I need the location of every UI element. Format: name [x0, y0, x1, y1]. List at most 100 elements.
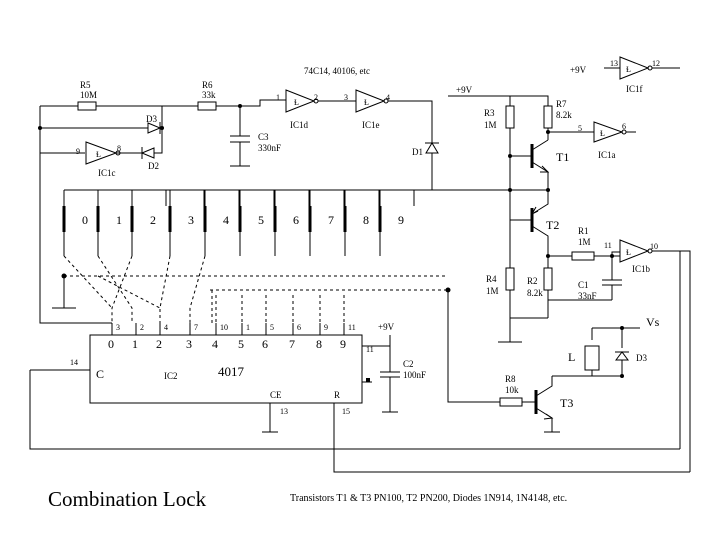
d3-label: D3	[146, 114, 157, 124]
r3-name: R3	[484, 108, 495, 118]
ic2-pin-1: 2	[140, 323, 144, 332]
transistor-t2	[531, 200, 549, 256]
gate-chain: Ɫ Ɫ 1 2 IC1d 3 4 IC1e D1	[240, 89, 439, 190]
r2-name: R2	[527, 276, 538, 286]
r1-name: R1	[578, 226, 589, 236]
ic2-output-3: 3	[186, 337, 192, 351]
key-switch-2[interactable]: 2	[130, 190, 167, 256]
ic1d-out-pin: 2	[314, 93, 318, 102]
r4-value: 1M	[486, 286, 499, 296]
diode-d3-relay	[615, 351, 629, 361]
ic2-output-8: 8	[316, 337, 322, 351]
svg-text:Ɫ: Ɫ	[96, 150, 101, 159]
relay-label: L	[568, 350, 575, 364]
ic1a-in-pin: 5	[578, 124, 582, 133]
r4-name: R4	[486, 274, 497, 284]
ic2-output-9: 9	[340, 337, 346, 351]
vs-label: Vs	[646, 315, 660, 329]
ic1d-name: IC1d	[290, 120, 309, 130]
key-label-0: 0	[82, 213, 88, 227]
transistor-t1	[531, 139, 549, 190]
r3-value: 1M	[484, 120, 497, 130]
ic1e-in-pin: 3	[344, 93, 348, 102]
ic1c-out-pin: 8	[117, 144, 121, 153]
r8-value: 10k	[505, 385, 519, 395]
svg-text:Ɫ: Ɫ	[364, 98, 369, 107]
gate-ic1d	[285, 89, 316, 113]
ic1e-out-pin: 4	[386, 93, 390, 102]
resistor-r6	[197, 101, 217, 111]
key-label-8: 8	[363, 213, 369, 227]
gate-ic1f	[619, 56, 650, 80]
c2-value: 100nF	[403, 370, 426, 380]
ic2-pin-0: 3	[116, 323, 120, 332]
c2-name: C2	[403, 359, 414, 369]
ic1c-in-pin: 9	[76, 147, 80, 156]
key-label-5: 5	[258, 213, 264, 227]
ic2-reset-pin: 15	[342, 407, 350, 416]
r7-name: R7	[556, 99, 567, 109]
ic1f-name: IC1f	[626, 84, 643, 94]
key-switch-8[interactable]: 8	[343, 190, 380, 256]
key-switch-9[interactable]: 9	[378, 190, 415, 256]
key-label-3: 3	[188, 213, 194, 227]
ic2-pin-5: 1	[246, 323, 250, 332]
ic2-output-4: 4	[212, 337, 218, 351]
key-switch-7[interactable]: 7	[308, 190, 345, 256]
t1-label: T1	[556, 150, 569, 164]
capacitor-c2	[380, 371, 400, 413]
ic1b-in-pin: 11	[604, 241, 612, 250]
ic2-output-1: 1	[132, 337, 138, 351]
supply-label-right: +9V	[456, 85, 473, 95]
relay-coil	[584, 345, 600, 371]
t2-label: T2	[546, 218, 559, 232]
resistor-r1	[571, 251, 595, 261]
r5-name: R5	[80, 80, 91, 90]
ic1b-out-pin: 10	[650, 242, 658, 251]
diagram-title: Combination Lock	[48, 487, 207, 511]
diode-d2	[140, 147, 155, 159]
r1-value: 1M	[578, 237, 591, 247]
key-switch-0[interactable]: 0	[62, 190, 99, 256]
ic2-vdd: +9V	[378, 322, 395, 332]
c1-value: 33nF	[578, 291, 597, 301]
ic2-output-7: 7	[289, 337, 295, 351]
ic1a-out-pin: 6	[622, 122, 626, 131]
resistor-r5	[77, 101, 97, 111]
key-to-counter-wiring	[63, 255, 448, 323]
capacitor-c3	[230, 106, 250, 166]
ic2-q9-pin: 11	[366, 345, 374, 354]
r5-value: 10M	[80, 90, 97, 100]
key-switch-4[interactable]: 4	[203, 190, 240, 256]
oscillator-network: Ɫ R5 10M R6 33k D3 D2 C3 330nF IC1c 9 8	[38, 80, 281, 324]
svg-text:Ɫ: Ɫ	[626, 248, 631, 257]
ic2-clock-label: C	[96, 367, 104, 381]
gate-ic1b	[619, 239, 650, 263]
key-switch-6[interactable]: 6	[273, 190, 310, 256]
r8-name: R8	[505, 374, 516, 384]
ic2-pin-7: 6	[297, 323, 301, 332]
ic2-pin-9: 11	[348, 323, 356, 332]
t3-label: T3	[560, 396, 573, 410]
ic2-output-2: 2	[156, 337, 162, 351]
supply-label-top: +9V	[570, 65, 587, 75]
ic1f-out-pin: 12	[652, 59, 660, 68]
resistor-r2	[543, 267, 553, 291]
ic2-name: IC2	[164, 371, 178, 381]
key-switch-3[interactable]: 3	[168, 190, 205, 256]
relay-driver: R8 10k T3 L D3 Vs	[445, 287, 660, 433]
ic1e-name: IC1e	[362, 120, 380, 130]
gate-ic1a	[593, 121, 624, 143]
resistor-r4	[505, 267, 515, 291]
c1-name: C1	[578, 280, 589, 290]
resistor-r7	[543, 105, 553, 129]
ic1d-in-pin: 1	[276, 93, 280, 102]
r6-name: R6	[202, 80, 213, 90]
ground-t2	[498, 317, 548, 343]
key-switch-1[interactable]: 1	[96, 190, 133, 256]
key-switch-5[interactable]: 5	[238, 190, 275, 256]
